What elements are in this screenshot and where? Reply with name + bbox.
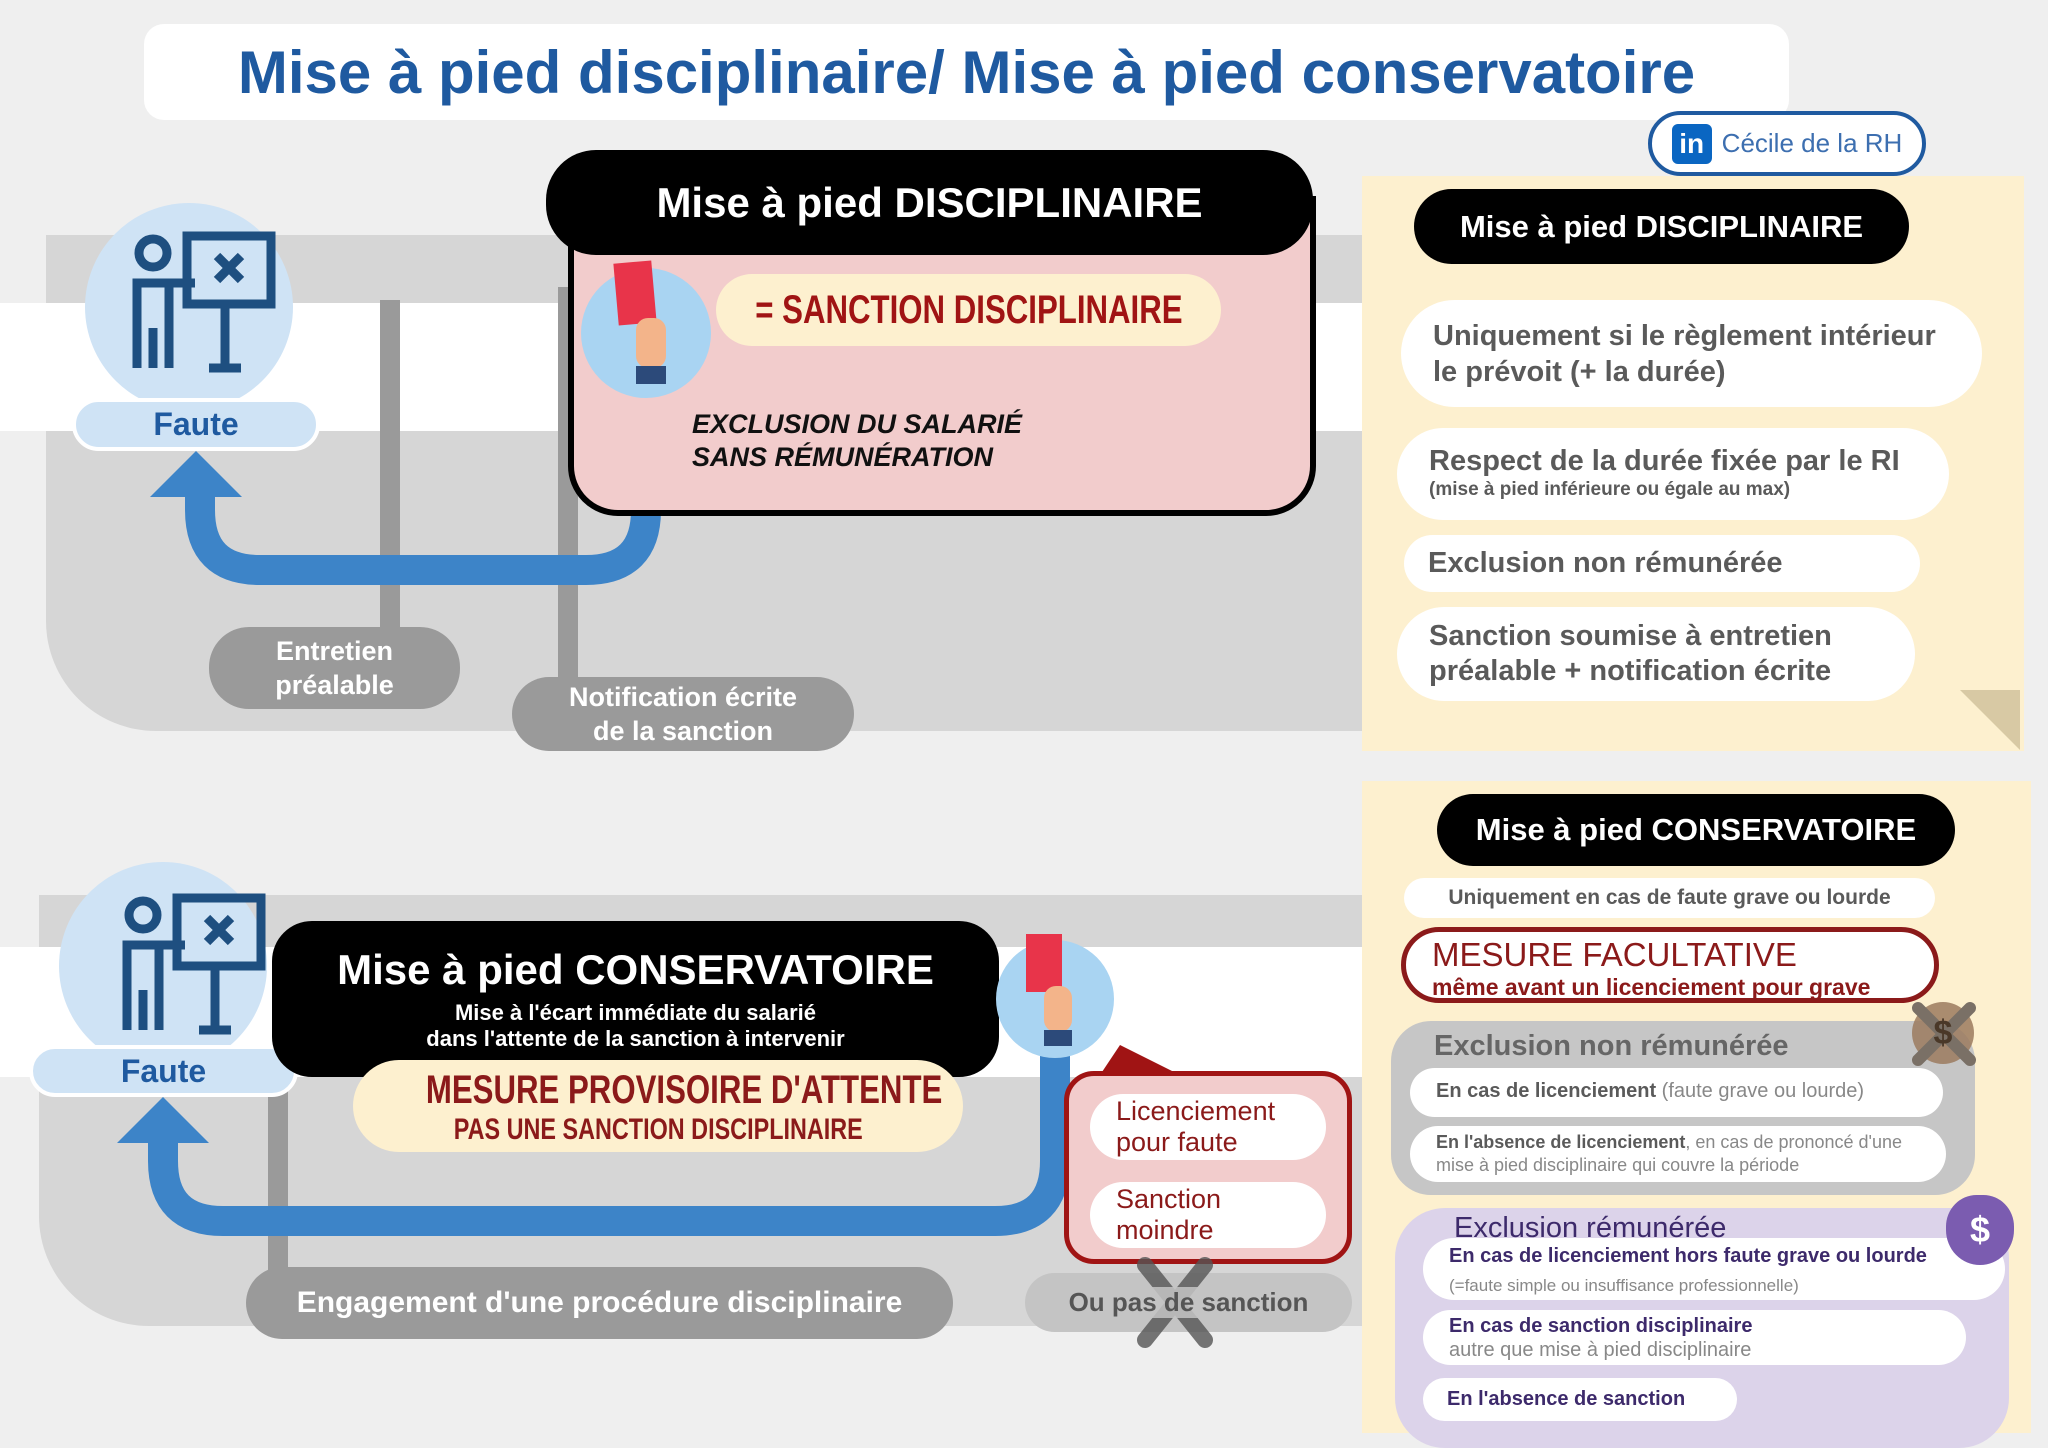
return-arrow — [117, 1050, 1070, 1236]
crossed-money-bag-icon: $ — [1933, 1013, 1953, 1052]
non-remuneree-item: En cas de licenciement (faute grave ou l… — [1410, 1068, 1943, 1117]
notification-step: Notification écrite de la sanction — [512, 677, 854, 751]
title-box: Mise à pied disciplinaire/ Mise à pied c… — [144, 24, 1789, 120]
outcome-licenciement: Licenciement pour faute — [1090, 1094, 1326, 1160]
entretien-step: Entretien préalable — [209, 627, 460, 709]
ou-pas-de-sanction: Ou pas de sanction — [1025, 1273, 1352, 1332]
sanction-pill: = SANCTION DISCIPLINAIRE — [716, 274, 1221, 346]
non-remuneree-item: En l'absence de licenciement, en cas de … — [1410, 1126, 1946, 1182]
teacher-board-icon — [122, 893, 266, 1035]
cross-icon — [1912, 1002, 1976, 1066]
panel-item: Uniquement si le règlement intérieur le … — [1401, 300, 1982, 407]
return-arrow — [150, 390, 661, 585]
panel-item: Respect de la durée fixée par le RI(mise… — [1397, 428, 1949, 520]
page-curl — [1960, 690, 2020, 750]
panel-item: Exclusion non rémunérée — [1404, 535, 1920, 592]
mesure-provisoire-pill: MESURE PROVISOIRE D'ATTENTE PAS UNE SANC… — [353, 1060, 963, 1152]
panel-conservatoire-header: Mise à pied CONSERVATOIRE — [1437, 794, 1955, 866]
badge-text: Cécile de la RH — [1721, 128, 1903, 158]
hand-red-card-icon — [581, 260, 711, 398]
teacher-board-icon — [132, 231, 276, 373]
pillar — [380, 300, 400, 630]
outcome-sanction-moindre: Sanction moindre — [1090, 1182, 1326, 1248]
non-remuneree-title: Exclusion non rémunérée — [1434, 1030, 1789, 1062]
linkedin-badge[interactable]: in Cécile de la RH — [1648, 111, 1926, 176]
page-title: Mise à pied disciplinaire/ Mise à pied c… — [237, 38, 1696, 106]
remuneree-item: En cas de licenciement hors faute grave … — [1423, 1238, 2005, 1300]
remuneree-item: En l'absence de sanction — [1423, 1378, 1737, 1421]
conservatoire-box: Mise à pied CONSERVATOIRE Mise à l'écart… — [272, 921, 999, 1077]
panel-disciplinaire-header: Mise à pied DISCIPLINAIRE — [1414, 189, 1909, 264]
linkedin-icon: in — [1671, 123, 1712, 164]
remuneree-item: En cas de sanction disciplinaire autre q… — [1423, 1310, 1966, 1365]
faute-label: Faute — [72, 398, 320, 451]
hand-red-card-icon — [996, 934, 1114, 1058]
engagement-step: Engagement d'une procédure disciplinaire — [246, 1267, 953, 1339]
callout-tail — [1100, 1045, 1180, 1075]
disciplinaire-header: Mise à pied DISCIPLINAIRE — [546, 150, 1313, 255]
money-bag-icon: $ — [1946, 1195, 2014, 1265]
mesure-facultative: MESURE FACULTATIVE même avant un licenci… — [1401, 927, 1939, 1003]
panel-item: Sanction soumise à entretien préalable +… — [1397, 607, 1915, 701]
uniquement-item: Uniquement en cas de faute grave ou lour… — [1404, 878, 1935, 918]
faute-label: Faute — [29, 1045, 298, 1097]
